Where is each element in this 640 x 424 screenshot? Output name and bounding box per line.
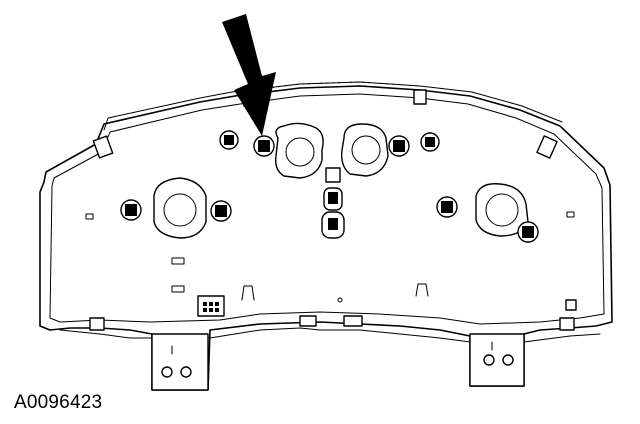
housing-inner-rim	[49, 93, 605, 325]
slot-left	[85, 213, 94, 220]
gauge-boss-upper-left	[274, 122, 324, 179]
gauge-boss-left	[153, 177, 207, 239]
bottom-clip-center	[299, 315, 363, 327]
bulb-socket-center-top	[325, 167, 341, 183]
slot-lower-2	[171, 285, 185, 293]
top-clip-right	[536, 135, 558, 159]
figure-caption: A0096423	[14, 392, 103, 413]
bulb-socket-4	[420, 132, 440, 152]
bulb-socket-3	[388, 135, 410, 157]
pointer-arrow	[222, 14, 276, 136]
bulb-socket-center-mid	[323, 187, 343, 211]
gauge-boss-upper-right	[340, 123, 389, 177]
housing-top-lip	[103, 81, 563, 131]
mount-bracket-left	[151, 333, 209, 391]
mount-bracket-right	[469, 333, 525, 387]
bulb-socket-8	[517, 221, 539, 243]
slot-right	[566, 211, 575, 218]
connector-block	[197, 295, 225, 317]
top-clip-left	[92, 135, 114, 159]
bottom-clip-left	[89, 317, 105, 331]
bulb-socket-indicated	[253, 135, 275, 157]
hook-right	[415, 283, 429, 297]
hook-left	[241, 285, 255, 301]
center-pin	[337, 297, 343, 303]
top-clip-mid-right	[413, 89, 427, 105]
bottom-clip-right	[559, 299, 577, 331]
slot-lower-1	[171, 257, 185, 265]
bulb-socket-7	[436, 196, 458, 218]
bulb-socket-center-low	[321, 211, 345, 239]
bulb-socket-6	[210, 200, 232, 222]
bulb-socket-5	[120, 199, 142, 221]
bulb-socket-1	[219, 130, 239, 150]
